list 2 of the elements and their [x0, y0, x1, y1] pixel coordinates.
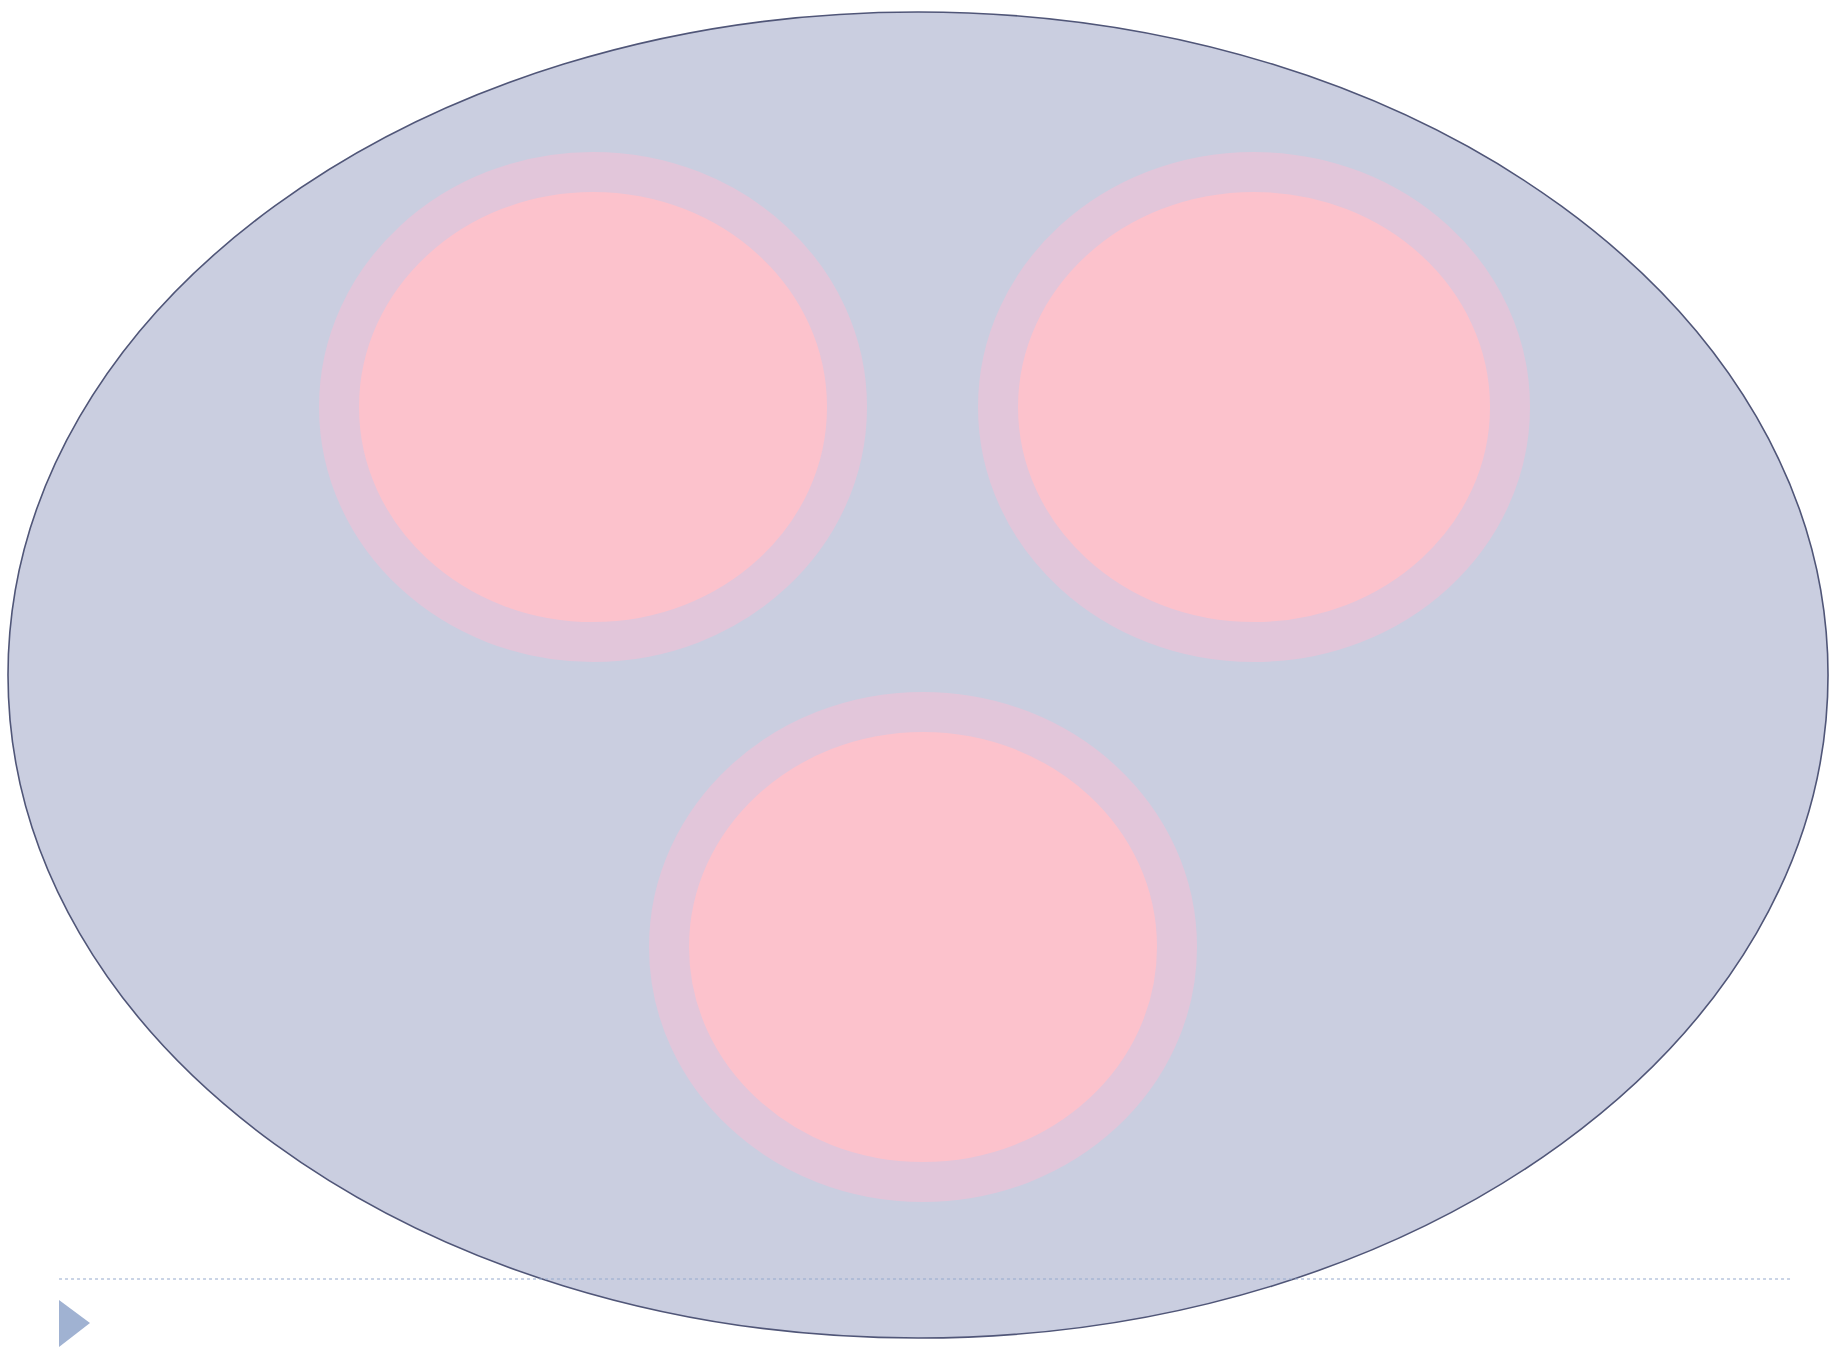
circle-shape	[978, 152, 1530, 662]
circle-shape	[649, 692, 1197, 1202]
